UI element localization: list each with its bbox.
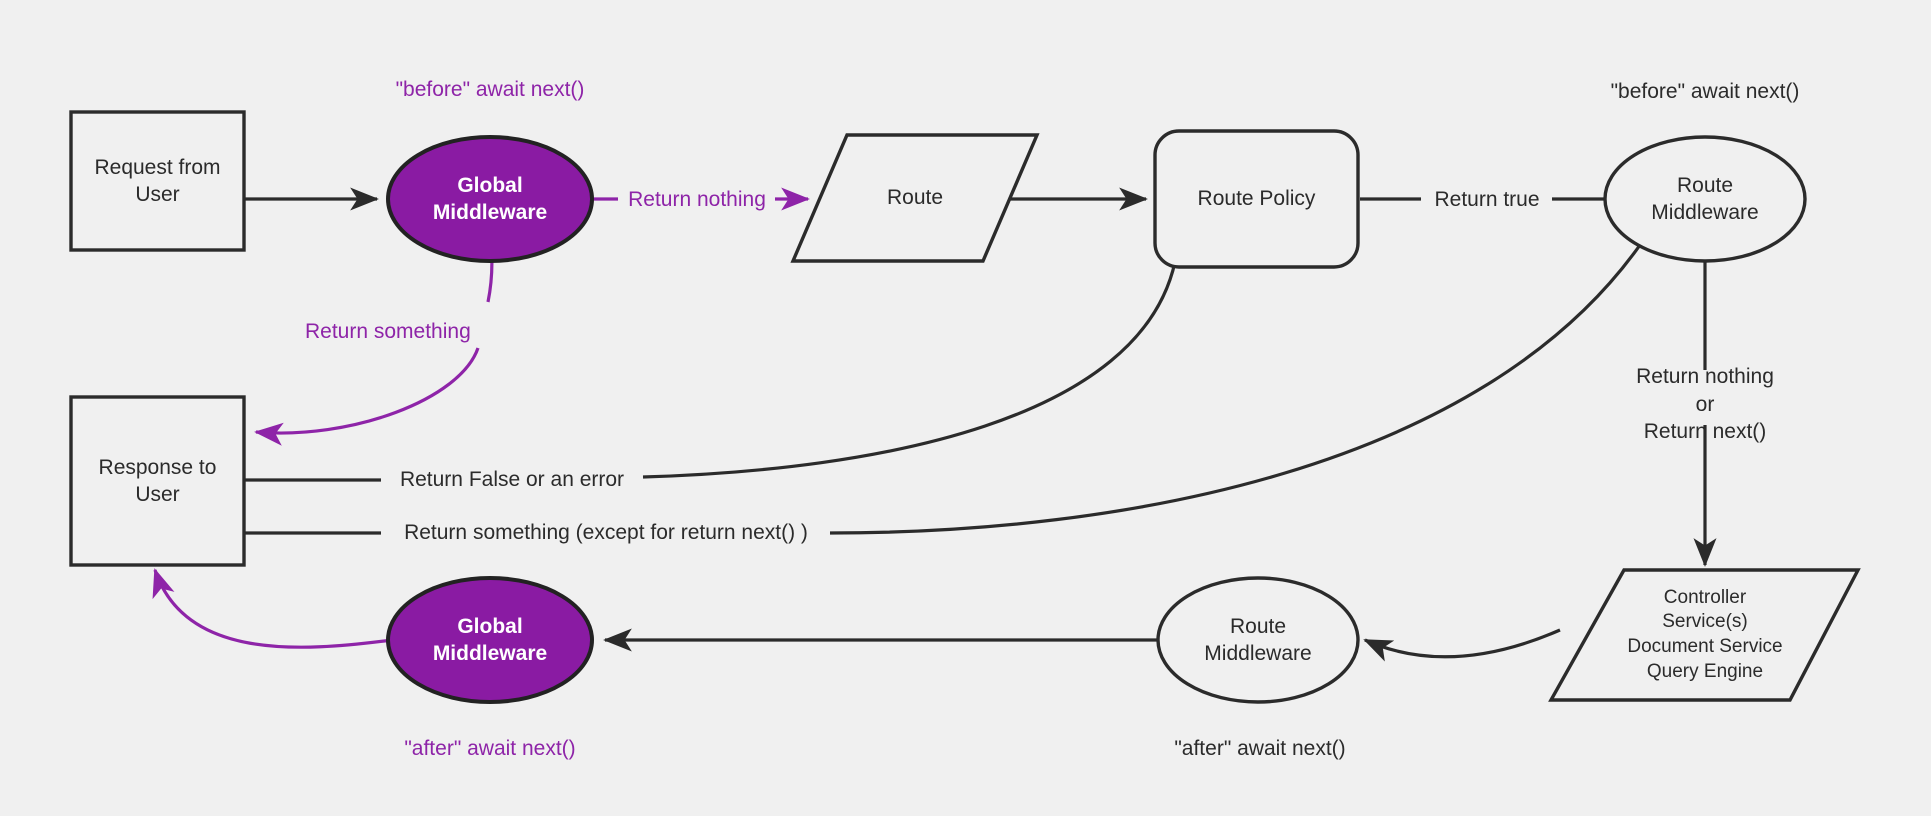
node-route-middleware-bottom-shape: [1156, 576, 1360, 704]
node-global-middleware-bottom-shape: [386, 576, 594, 704]
edge-global-middleware-to-response-lower: [254, 347, 480, 446]
node-request-from-user-shape: [69, 110, 246, 252]
node-request-from-user[interactable]: [71, 112, 244, 250]
node-global-middleware-top[interactable]: [388, 137, 592, 261]
node-controller-services[interactable]: [1551, 570, 1858, 700]
edge-controller-to-route-middleware-bottom: [1363, 628, 1561, 662]
node-route-middleware-bottom[interactable]: [1158, 578, 1358, 702]
node-controller-services-shape: [1548, 568, 1861, 702]
node-global-middleware-bottom[interactable]: [388, 578, 592, 702]
edge-route-policy-to-response-curve: [642, 261, 1177, 479]
edge-route-middleware-to-response-curve: [829, 244, 1642, 535]
node-route-policy-shape: [1153, 129, 1360, 269]
node-route[interactable]: [793, 135, 1037, 261]
edge-global-middleware-bottom-to-response: [152, 568, 393, 649]
node-route-middleware-top[interactable]: [1605, 137, 1805, 261]
node-response-to-user[interactable]: [71, 397, 244, 565]
node-route-middleware-top-shape: [1603, 135, 1807, 263]
node-global-middleware-top-shape: [386, 135, 594, 263]
node-route-policy[interactable]: [1155, 131, 1358, 267]
node-response-to-user-shape: [69, 395, 246, 567]
node-route-shape: [790, 133, 1040, 263]
